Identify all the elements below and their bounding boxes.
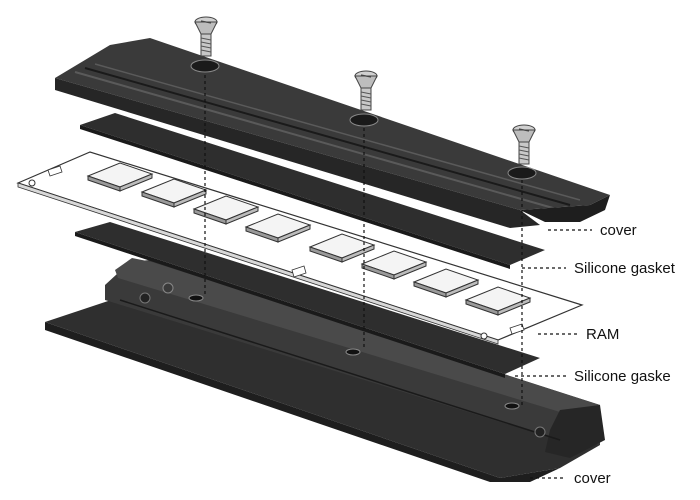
label-cover-bottom: cover (574, 470, 611, 487)
ram-chip (192, 195, 260, 225)
top-silicone-gasket (80, 113, 545, 269)
label-cover-top: cover (600, 222, 637, 239)
ram-chip (412, 268, 480, 298)
label-silicone-gasket-top: Silicone gasket (574, 260, 676, 277)
leader-lines (515, 229, 592, 479)
countersunk-screw-icon (194, 16, 218, 57)
ram-chip (308, 233, 376, 263)
countersunk-screw-icon (354, 70, 378, 111)
screws (194, 16, 536, 165)
ram-chip (360, 250, 428, 280)
ram-module (16, 151, 584, 345)
label-ram: RAM (586, 326, 619, 343)
label-silicone-gasket-bottom: Silicone gaske (574, 368, 671, 385)
bottom-silicone-gasket (75, 222, 540, 378)
ram-chip (86, 162, 154, 192)
alignment-lines (204, 75, 523, 405)
top-cover (55, 38, 610, 228)
ram-chips (86, 162, 532, 316)
bottom-cover (45, 258, 605, 482)
countersunk-screw-icon (512, 124, 536, 165)
ram-chip (244, 213, 312, 243)
ram-chip (140, 178, 208, 208)
labels: cover Silicone gasket RAM Silicone gaske… (574, 222, 676, 487)
